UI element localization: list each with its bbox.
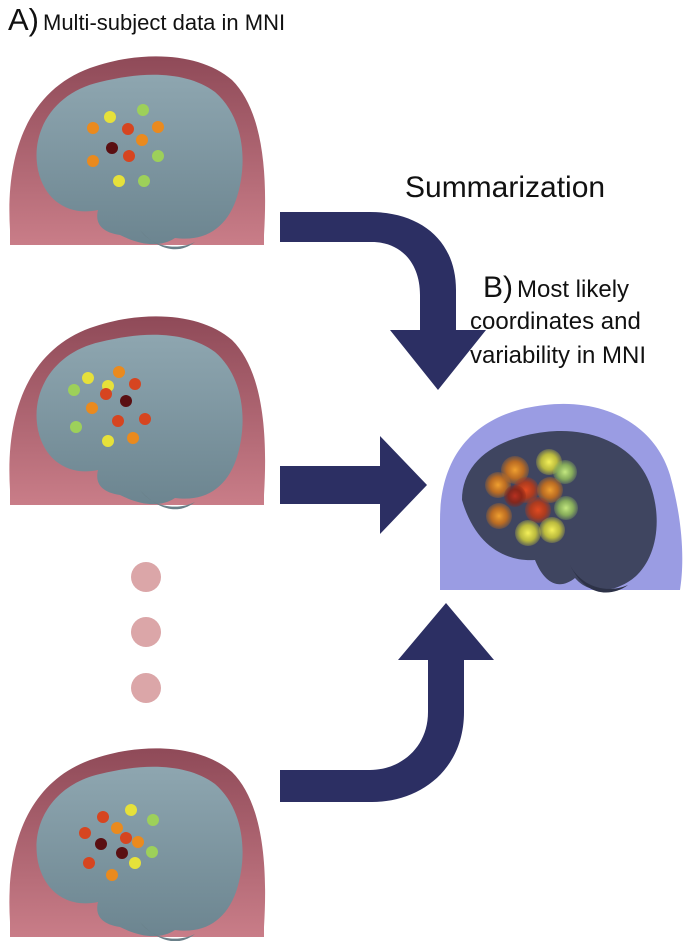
mni-likely-coordinates <box>485 449 578 546</box>
subject-brain-1 <box>9 56 266 250</box>
panel-b-letter: B) <box>483 271 513 304</box>
panel-b-title: B)Most likely coordinates and variabilit… <box>470 271 646 370</box>
panel-a-title: A)Multi-subject data in MNI <box>8 2 285 38</box>
subject-brain-3 <box>9 748 266 941</box>
subject-2-electrodes <box>68 366 151 447</box>
ellipsis-dot <box>131 562 161 592</box>
panel-a-title-text: Multi-subject data in MNI <box>43 10 286 35</box>
arrow-top <box>280 212 486 390</box>
panel-b-title-line3: variability in MNI <box>470 342 647 369</box>
ellipsis-dots <box>131 562 161 703</box>
subject-3-electrodes <box>79 804 159 881</box>
panel-b-title-line2: coordinates and <box>470 308 641 335</box>
panel-a-letter: A) <box>8 2 39 37</box>
subject-1-electrodes <box>87 104 164 187</box>
panel-b-title-line1: Most likely <box>517 276 630 303</box>
summarization-label: Summarization <box>405 171 606 204</box>
subject-brain-2 <box>9 316 266 510</box>
ellipsis-dot <box>131 673 161 703</box>
summarization-arrows <box>280 212 494 802</box>
mni-brain <box>440 403 683 593</box>
arrow-bottom <box>280 603 494 802</box>
ellipsis-dot <box>131 617 161 647</box>
arrow-middle <box>280 436 427 534</box>
